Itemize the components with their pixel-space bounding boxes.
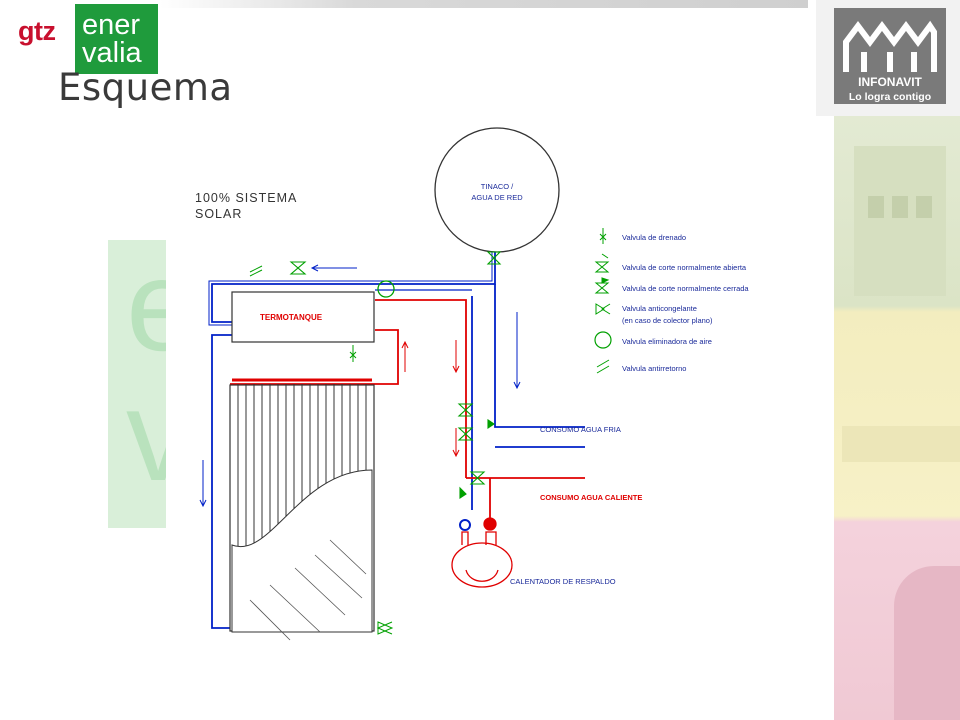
inline-valves	[249, 251, 502, 500]
enervalia-logo: ener valia	[75, 4, 158, 74]
decorative-house-photo	[834, 116, 960, 720]
flow-arrows	[199, 264, 521, 508]
legend-label: Valvula anticongelante	[622, 304, 697, 313]
watermark-logo: e v	[108, 240, 166, 528]
legend-antifreeze-valve-icon	[595, 303, 611, 315]
enervalia-logo-line2: valia	[82, 37, 142, 69]
drain-valve-icon	[349, 345, 357, 362]
air-eliminator-icon	[377, 280, 395, 298]
system-label-line1: 100% SISTEMA	[195, 191, 297, 205]
backup-heater	[451, 517, 513, 588]
infonavit-slogan: Lo logra contigo	[849, 91, 931, 103]
gtz-logo-text: gtz	[18, 16, 56, 46]
legend-label: Valvula eliminadora de aire	[622, 337, 712, 346]
tinaco-tank: TINACO / AGUA DE RED	[434, 127, 560, 253]
page-title: Esquema	[58, 66, 233, 109]
antifreeze-valve-icon	[376, 621, 394, 635]
calentador-label: CALENTADOR DE RESPALDO	[510, 577, 616, 586]
solar-collector	[229, 378, 394, 641]
infonavit-houses-icon	[843, 20, 937, 72]
legend-label: Valvula de corte normalmente cerrada	[622, 284, 749, 293]
system-label-line2: SOLAR	[195, 207, 242, 221]
top-bar	[160, 0, 808, 8]
enervalia-logo-line1: ener	[82, 9, 141, 41]
legend-label: Valvula de drenado	[622, 233, 686, 242]
tinaco-label-line2: AGUA DE RED	[471, 193, 523, 202]
infonavit-logo: INFONAVIT Lo logra contigo	[834, 8, 946, 104]
hot-water-pipes	[230, 299, 585, 520]
solar-system-diagram: 100% SISTEMA SOLAR TINACO / AGUA DE RED	[166, 118, 830, 678]
cold-water-pipes	[208, 252, 585, 629]
legend-valve-normally-closed-icon	[594, 277, 610, 294]
legend-air-eliminator-valve-icon	[594, 331, 612, 349]
legend-label: (en caso de colector plano)	[622, 316, 713, 325]
legend: Valvula de drenado Valvula de corte norm…	[594, 228, 749, 374]
consumo-fria-label: CONSUMO AGUA FRIA	[540, 425, 621, 434]
consumo-caliente-label: CONSUMO AGUA CALIENTE	[540, 493, 642, 502]
infonavit-name: INFONAVIT	[858, 75, 922, 89]
legend-valve-normally-open-icon	[594, 253, 610, 273]
legend-label: Valvula de corte normalmente abierta	[622, 263, 747, 272]
tinaco-label-line1: TINACO /	[481, 182, 514, 191]
termotanque-label: TERMOTANQUE	[260, 313, 323, 322]
termotanque: TERMOTANQUE	[231, 280, 395, 362]
legend-anti-siphon-valve-icon	[596, 359, 610, 374]
legend-drain-valve-icon	[599, 228, 607, 244]
legend-label: Valvula antirretorno	[622, 364, 686, 373]
